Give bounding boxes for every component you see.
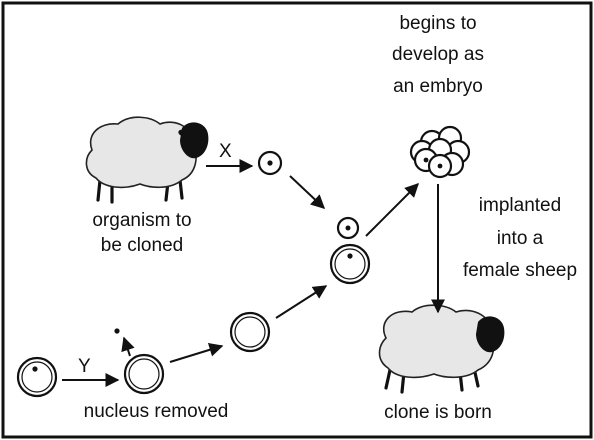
transferred-nucleus-cell xyxy=(338,218,358,238)
implanted-label-line3: female sheep xyxy=(463,260,577,281)
embryo-label-line2: develop as xyxy=(392,44,484,65)
arrow-nucleus-out xyxy=(124,338,130,356)
arrow-x-label: X xyxy=(219,141,232,162)
implanted-label-line2: into a xyxy=(497,228,544,249)
embryo-label-line1: begins to xyxy=(399,13,476,34)
clone-sheep-icon xyxy=(380,305,505,392)
organism-label-line1: organism to xyxy=(92,210,191,231)
implanted-label-line1: implanted xyxy=(479,195,561,216)
organism-label-line2: be cloned xyxy=(101,235,183,256)
source-sheep-icon xyxy=(86,117,208,202)
enucleating-egg-cell xyxy=(114,328,163,393)
donor-nucleus-cell xyxy=(259,152,281,174)
arrow-y-label: Y xyxy=(78,356,91,377)
removed-nucleus xyxy=(114,328,119,333)
empty-egg-cell xyxy=(231,313,269,351)
nucleus-removed-label: nucleus removed xyxy=(84,401,229,422)
embryo-label-line3: an embryo xyxy=(393,76,483,97)
fused-egg-cell xyxy=(331,245,369,283)
arrow-to-empty-egg xyxy=(170,346,222,362)
clone-born-label: clone is born xyxy=(384,402,492,423)
embryo-cluster xyxy=(411,127,469,177)
arrow-to-embryo xyxy=(366,184,418,236)
egg-cell-with-nucleus xyxy=(18,358,56,396)
diagram-border xyxy=(3,3,591,437)
arrow-nucleus-to-egg xyxy=(290,176,324,208)
arrow-to-fusion xyxy=(276,286,326,318)
